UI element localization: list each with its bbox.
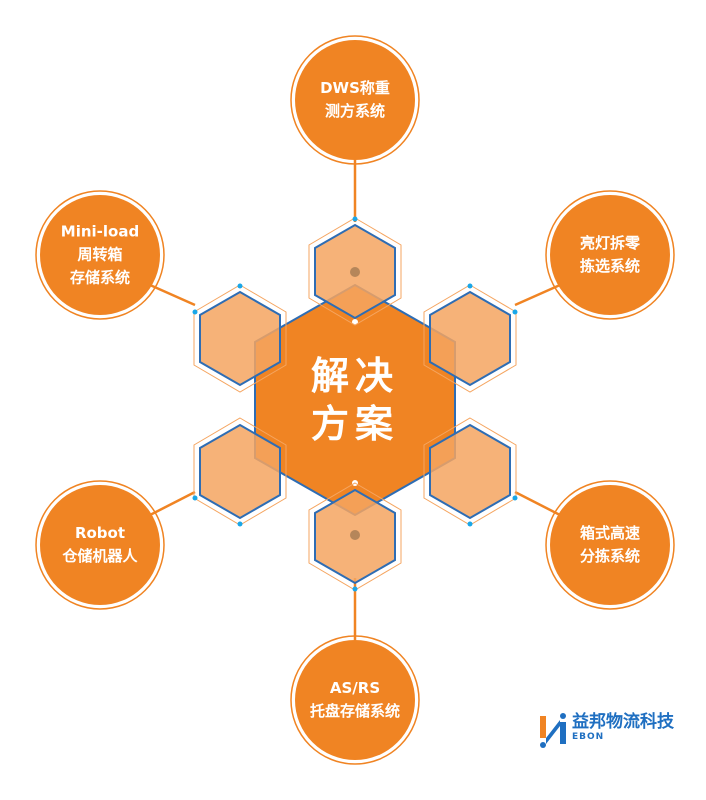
company-logo: 益邦物流科技 EBON [572,712,674,742]
node-dws: DWS称重测方系统 [320,79,390,120]
node-pick-to-light: 亮灯拆零拣选系统 [579,234,640,275]
center-title: 解决方案 [310,354,399,446]
node-sorter: 箱式高速分拣系统 [579,524,640,565]
logo-sub: EBON [572,732,605,742]
ebon-logo-icon [540,713,566,748]
solution-circles [35,35,675,765]
logo-name: 益邦物流科技 [572,712,674,732]
